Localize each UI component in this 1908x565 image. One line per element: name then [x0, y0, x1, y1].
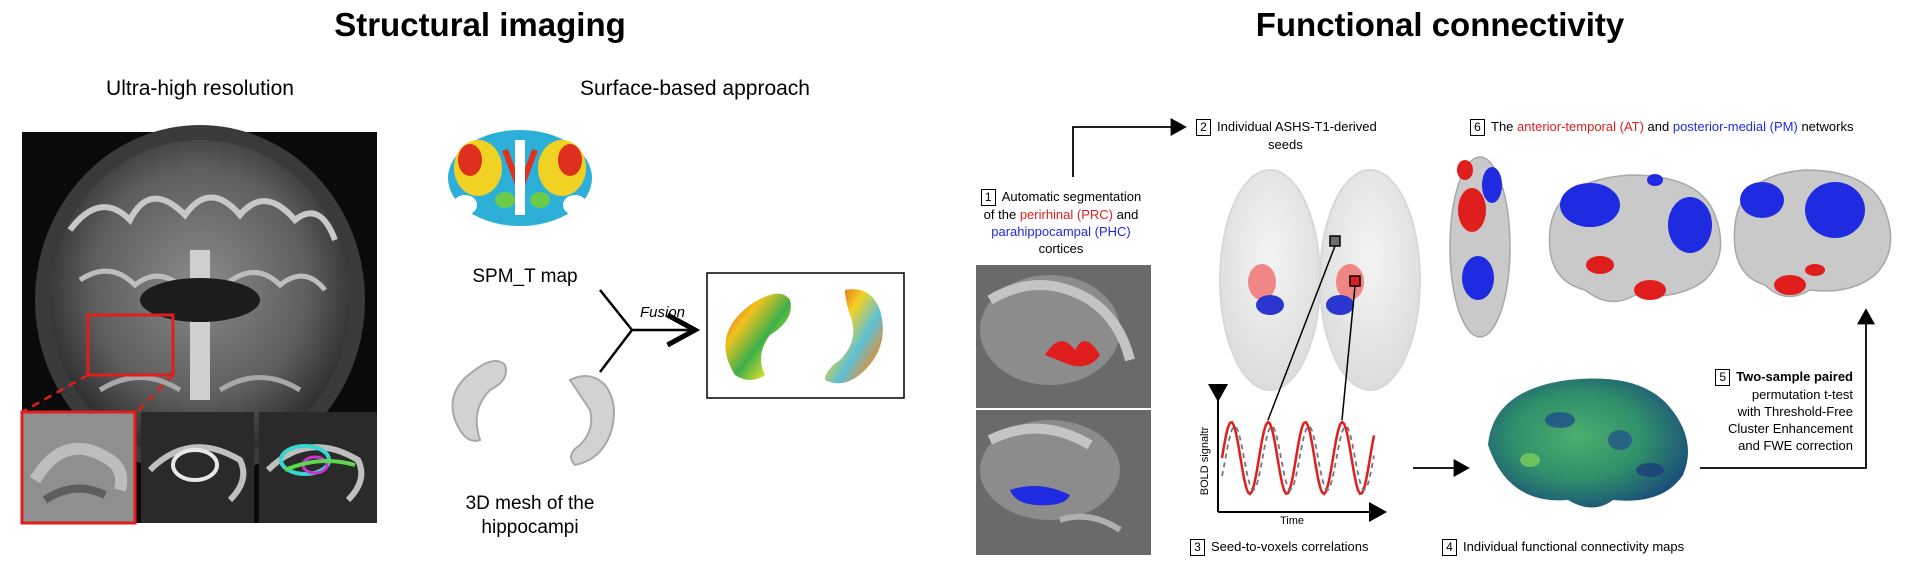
step1-phc: parahippocampal (PHC): [991, 224, 1131, 240]
step1-number: 1: [980, 189, 996, 207]
network-brain-top-view: [1449, 156, 1511, 338]
step1-and: and: [1113, 207, 1139, 223]
step3-number: 3: [1190, 539, 1205, 557]
step1-line1: Automatic segmentation: [1001, 189, 1142, 204]
step4-text: Individual functional connectivity maps: [1463, 539, 1685, 554]
fc-map-brain-image: [1488, 378, 1688, 508]
segmented-slice-panel: [259, 412, 377, 523]
network-brain-lateral-view: [1548, 174, 1722, 303]
hippocampus-slice-panel: [141, 412, 254, 523]
step5-line5: and FWE correction: [1738, 438, 1853, 454]
segmentation-slices-image: [976, 265, 1151, 555]
step6-number: 6: [1470, 119, 1485, 137]
step6-mid: and: [1643, 119, 1673, 134]
fusion-label: Fusion: [640, 304, 686, 321]
step5-bold: Two-sample paired: [1736, 369, 1853, 384]
step5-line2: permutation t-test: [1751, 387, 1853, 403]
step2-line1: Individual ASHS-T1-derived: [1217, 119, 1377, 134]
step3-caption: 3 Seed-to-voxels correlations: [1190, 538, 1410, 557]
fused-right-hippocampus: [825, 289, 883, 384]
step2-line2: seeds: [1268, 137, 1303, 153]
step1-prc: perirhinal (PRC): [1019, 207, 1114, 223]
step4-number: 4: [1442, 539, 1457, 557]
structural-imaging-title: Structural imaging: [334, 6, 626, 43]
step2-caption: 2 Individual ASHS-T1-derived seeds: [1196, 118, 1396, 153]
hippocampi-mesh-image: [451, 360, 615, 467]
glass-brain-seeds-image: [1219, 169, 1421, 391]
step1-caption: 1 Automatic segmentation of the perirhina…: [966, 188, 1156, 257]
step5-line4: Cluster Enhancement: [1727, 421, 1853, 437]
step6-pm: posterior-medial (PM): [1672, 119, 1798, 134]
fused-left-hippocampus: [725, 293, 791, 380]
step6-at: anterior-temporal (AT): [1517, 119, 1644, 134]
step1-pre: of the: [983, 207, 1020, 223]
step5-line3: with Threshold-Free: [1737, 404, 1853, 420]
step5-number: 5: [1715, 369, 1731, 387]
bold-x-axis-label: Time: [1280, 515, 1305, 527]
functional-connectivity-title: Functional connectivity: [1255, 6, 1625, 43]
surface-based-approach-label: Surface-based approach: [580, 77, 810, 100]
step6-post: networks: [1797, 119, 1854, 134]
bold-signal-seed-line: [1220, 420, 1376, 496]
step4-caption: 4 Individual functional connectivity maps: [1442, 538, 1742, 557]
mesh-label-line2: hippocampi: [481, 517, 579, 538]
bold-signal-plot: [1208, 384, 1387, 522]
ultra-high-resolution-label: Ultra-high resolution: [106, 77, 294, 100]
step6-caption: 6 The anterior-temporal (AT) and posterio…: [1470, 118, 1900, 137]
step2-number: 2: [1196, 119, 1211, 137]
spm-t-map-image: [448, 130, 592, 226]
step6-pre: The: [1491, 119, 1518, 134]
step5-caption: 5 Two-sample paired permutation t-test wi…: [1688, 368, 1853, 454]
network-brain-medial-view: [1733, 169, 1892, 298]
zoom-box: [86, 313, 175, 377]
bold-signal-voxel-line: [1221, 424, 1375, 492]
mesh-label-line1: 3D mesh of the: [465, 493, 595, 514]
spm-t-map-label: SPM_T map: [472, 266, 578, 287]
step1-line4: cortices: [1038, 241, 1084, 257]
bold-y-axis-label: BOLD signaltr: [1199, 426, 1211, 496]
fusion-arrow: [599, 289, 695, 373]
zoomed-inset-panel: [20, 410, 137, 525]
step3-text: Seed-to-voxels correlations: [1211, 539, 1369, 554]
